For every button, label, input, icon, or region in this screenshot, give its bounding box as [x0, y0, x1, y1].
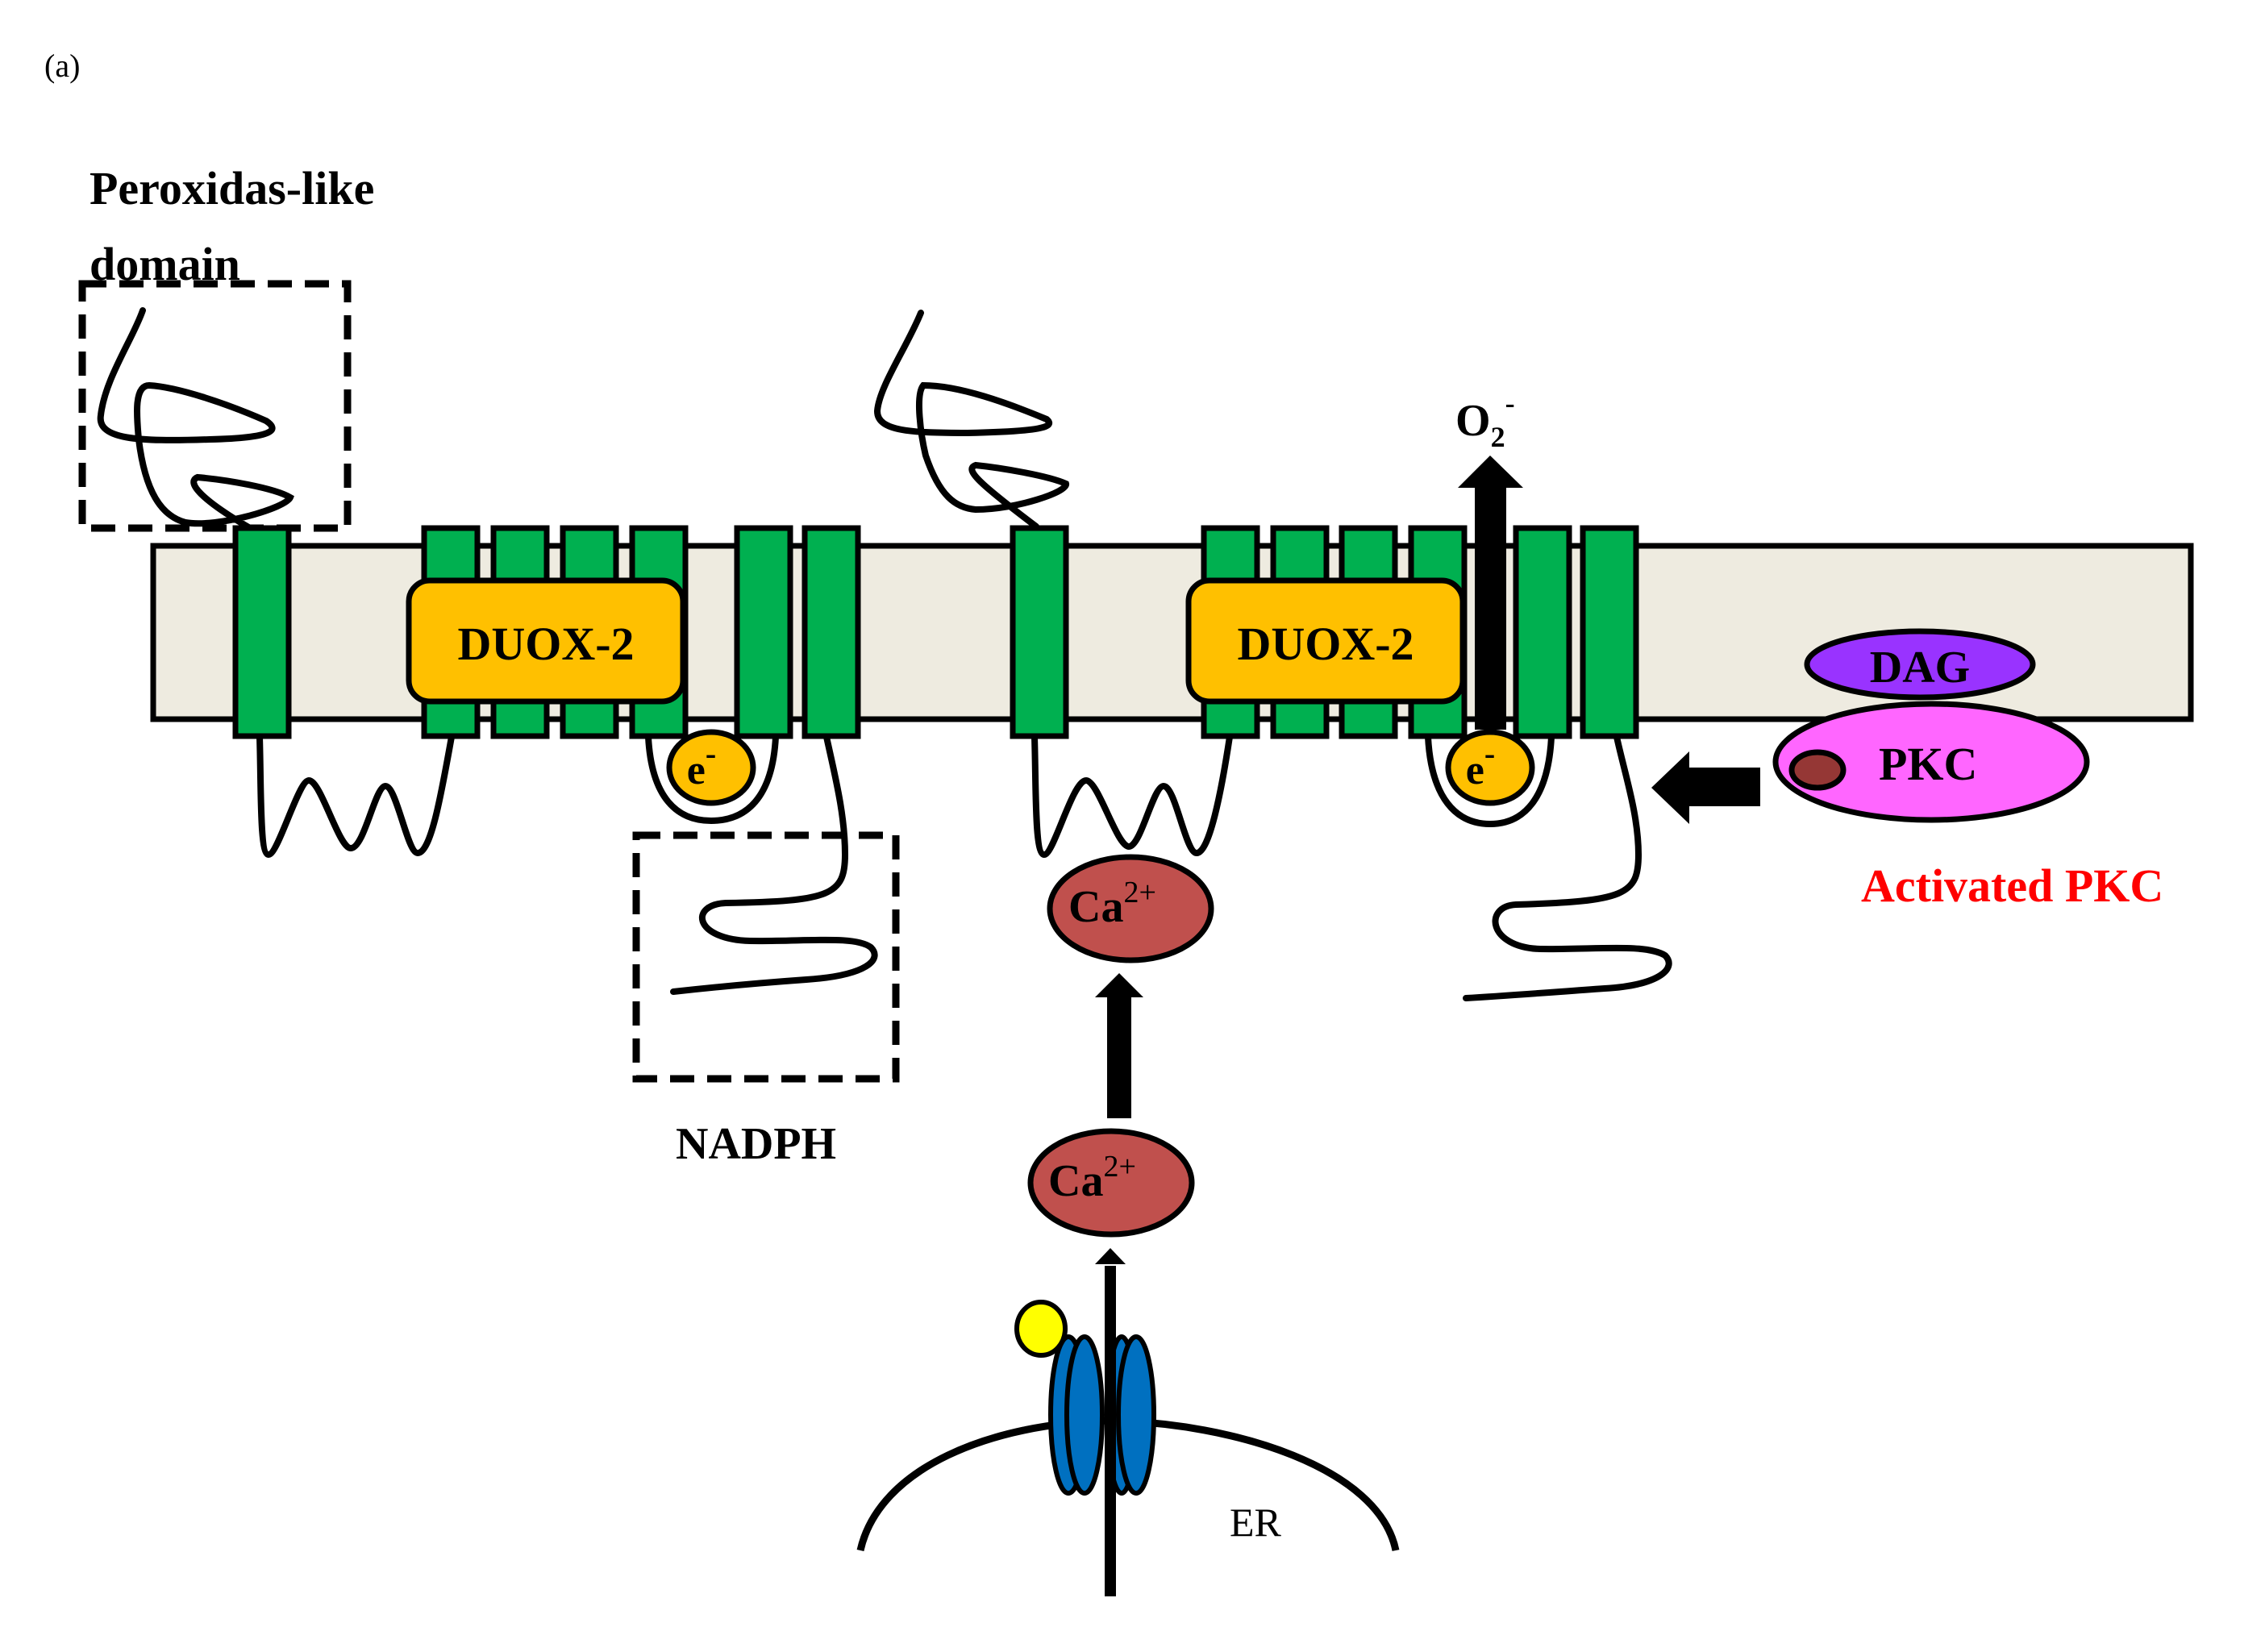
transmembrane-helix — [232, 525, 292, 739]
pkc-catalytic-site — [1788, 749, 1847, 791]
pkc-activation-arrow — [1651, 751, 1760, 824]
calcium-label-lower: Ca2+ — [1048, 1150, 1136, 1206]
transmembrane-helix — [1580, 525, 1639, 739]
dag-label: DAG — [1870, 643, 1970, 693]
peroxidase-loop-left — [97, 307, 294, 531]
pkc-label: PKC — [1879, 738, 1977, 790]
pkc — [1772, 701, 2090, 823]
peroxidase-domain-box — [78, 280, 352, 532]
er-label: ER — [1230, 1500, 1282, 1545]
electron-left — [666, 729, 756, 806]
figure-label: (a) — [44, 48, 80, 84]
superoxide-label: O2- — [1455, 387, 1515, 453]
calcium-binding-loop-right — [1031, 734, 1233, 859]
duox2-enzyme-right — [1185, 577, 1466, 705]
activated-pkc-label: Activated PKC — [1861, 859, 2163, 912]
transmembrane-helix — [1513, 525, 1572, 739]
nadph-label: NADPH — [676, 1119, 836, 1169]
ip3-receptor-subunit — [1064, 1334, 1105, 1496]
electron-right — [1445, 729, 1535, 806]
nadph-domain-box — [632, 831, 900, 1083]
dag — [1804, 628, 2036, 701]
nadph-binding-tail-left — [670, 734, 878, 995]
nadph-binding-tail-right — [1463, 734, 1672, 1001]
calcium-label-upper: Ca2+ — [1068, 876, 1156, 932]
duox2-label-right: DUOX-2 — [1237, 618, 1414, 670]
calcium-binding-loop-left — [256, 734, 455, 859]
duox2-enzyme-left — [406, 577, 686, 705]
transmembrane-helix — [734, 525, 793, 739]
duox2-label-left: DUOX-2 — [457, 618, 634, 670]
calcium-ion-upper — [1047, 854, 1214, 963]
superoxide-arrow — [1458, 456, 1523, 730]
peroxidase-loop-right — [873, 310, 1069, 530]
electron-label-right: e- — [1466, 735, 1495, 793]
transmembrane-helix — [1010, 525, 1069, 739]
electron-label-left: e- — [687, 735, 716, 793]
electron-loop-left — [645, 736, 779, 825]
calcium-flux-arrow — [1095, 973, 1143, 1118]
ip3-ligand — [1014, 1300, 1068, 1358]
peroxidase-domain-label-line1: Peroxidas-like — [90, 162, 374, 214]
calcium-release-arrowhead — [1095, 1248, 1126, 1264]
transmembrane-helix — [801, 525, 861, 739]
ip3-receptor-subunit — [1116, 1334, 1156, 1496]
electron-loop-right — [1425, 736, 1555, 828]
calcium-ion-lower — [1027, 1128, 1195, 1238]
